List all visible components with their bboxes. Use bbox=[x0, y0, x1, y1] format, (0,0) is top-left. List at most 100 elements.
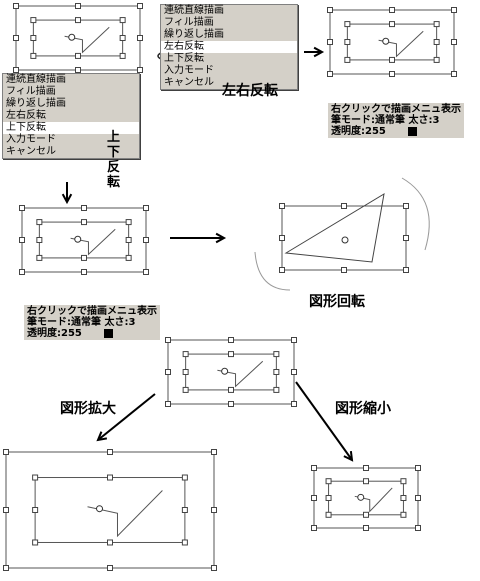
resize-handle bbox=[403, 203, 409, 209]
menu-item-fill[interactable]: フィル描画 bbox=[6, 86, 56, 97]
resize-handle bbox=[273, 369, 280, 375]
resize-handle bbox=[30, 52, 37, 59]
resize-handle bbox=[165, 369, 171, 375]
pivot-icon bbox=[341, 236, 349, 244]
menu-item-continuous-line[interactable]: 連続直線描画 bbox=[164, 5, 224, 16]
resize-handle bbox=[291, 401, 297, 407]
resize-handle bbox=[344, 39, 351, 45]
color-swatch bbox=[103, 328, 113, 338]
resize-handle bbox=[325, 511, 332, 518]
resize-handle bbox=[143, 269, 149, 275]
resize-handle bbox=[125, 237, 132, 243]
arrow-head bbox=[343, 450, 354, 462]
menu-item-cancel[interactable]: キャンセル bbox=[6, 146, 56, 157]
resize-handle bbox=[19, 237, 25, 243]
menu-item-continuous-line[interactable]: 連続直線描画 bbox=[6, 74, 66, 85]
resize-handle bbox=[403, 267, 409, 273]
resize-handle bbox=[327, 39, 333, 45]
resize-handle bbox=[182, 351, 189, 358]
resize-handle bbox=[13, 35, 19, 41]
resize-handle bbox=[36, 219, 43, 226]
context-menu-left: 連続直線描画 フィル描画 繰り返し描画 左右反転 上下反転 入力モード キャンセ… bbox=[2, 73, 140, 159]
resize-handle bbox=[211, 449, 217, 455]
resize-handle bbox=[389, 7, 395, 13]
resize-handle bbox=[451, 7, 457, 13]
resize-handle bbox=[363, 478, 369, 485]
shrink-label: 図形縮小 bbox=[335, 401, 391, 417]
pivot-icon bbox=[74, 235, 82, 243]
resize-handle bbox=[433, 21, 440, 28]
resize-handle bbox=[3, 507, 9, 513]
resize-handle bbox=[137, 35, 143, 41]
pivot-icon bbox=[357, 493, 365, 501]
resize-handle bbox=[389, 56, 395, 63]
resize-handle bbox=[30, 17, 37, 24]
status-hint: 右クリックで描画メニュ表示 bbox=[27, 306, 157, 317]
resize-handle bbox=[291, 337, 297, 343]
resize-handle bbox=[389, 21, 395, 28]
resize-handle bbox=[13, 3, 19, 9]
menu-item-repeat[interactable]: 繰り返し描画 bbox=[164, 29, 224, 40]
resize-handle bbox=[36, 254, 43, 261]
menu-item-flip-vertical[interactable]: 上下反転 bbox=[164, 53, 204, 64]
menu-item-flip-horizontal[interactable]: 左右反転 bbox=[161, 41, 297, 53]
resize-handle bbox=[125, 254, 132, 261]
resize-handle bbox=[81, 254, 87, 261]
resize-handle bbox=[363, 525, 369, 531]
resize-handle bbox=[279, 203, 285, 209]
resize-handle bbox=[19, 269, 25, 275]
selection-box bbox=[38, 221, 130, 259]
status-hint: 右クリックで描画メニュ表示 bbox=[331, 104, 461, 115]
resize-handle bbox=[211, 565, 217, 571]
flip-horizontal-label: 左右反転 bbox=[222, 83, 278, 99]
resize-handle bbox=[107, 539, 113, 546]
status-brush: 筆モード:通常筆 太さ:3 bbox=[27, 317, 136, 328]
menu-item-flip-vertical[interactable]: 上下反転 bbox=[3, 122, 139, 134]
resize-handle bbox=[125, 219, 132, 226]
resize-handle bbox=[181, 507, 188, 513]
resize-handle bbox=[36, 237, 43, 243]
resize-handle bbox=[107, 474, 113, 481]
resize-handle bbox=[143, 205, 149, 211]
menu-item-flip-horizontal[interactable]: 左右反転 bbox=[6, 110, 46, 121]
resize-handle bbox=[273, 386, 280, 393]
resize-handle bbox=[165, 337, 171, 343]
pivot-icon bbox=[68, 33, 76, 41]
resize-handle bbox=[311, 495, 317, 501]
resize-handle bbox=[107, 449, 113, 455]
resize-handle bbox=[32, 474, 39, 481]
selection-box bbox=[328, 480, 404, 516]
resize-handle bbox=[325, 478, 332, 485]
resize-handle bbox=[119, 52, 126, 59]
menu-item-cancel[interactable]: キャンセル bbox=[164, 77, 214, 88]
resize-handle bbox=[107, 565, 113, 571]
enlarge-label: 図形拡大 bbox=[60, 401, 116, 417]
resize-handle bbox=[75, 17, 81, 24]
resize-handle bbox=[291, 369, 297, 375]
resize-handle bbox=[228, 337, 234, 343]
flip-vertical-label: 上下反転 bbox=[107, 130, 121, 190]
menu-item-input-mode[interactable]: 入力モード bbox=[164, 65, 214, 76]
resize-handle bbox=[3, 565, 9, 571]
resize-handle bbox=[119, 17, 126, 24]
resize-handle bbox=[30, 35, 37, 41]
menu-item-input-mode[interactable]: 入力モード bbox=[6, 134, 56, 145]
menu-item-fill[interactable]: フィル描画 bbox=[164, 17, 214, 28]
resize-handle bbox=[3, 449, 9, 455]
resize-handle bbox=[363, 465, 369, 471]
resize-handle bbox=[344, 21, 351, 28]
rotated-shape bbox=[284, 193, 385, 263]
flow-arrow bbox=[97, 393, 156, 441]
resize-handle bbox=[19, 205, 25, 211]
arrow-head bbox=[313, 46, 325, 58]
resize-handle bbox=[415, 465, 421, 471]
resize-handle bbox=[433, 39, 440, 45]
resize-handle bbox=[32, 539, 39, 546]
rotation-arrow bbox=[401, 177, 430, 251]
resize-handle bbox=[415, 525, 421, 531]
resize-handle bbox=[325, 495, 332, 501]
status-brush: 筆モード:通常筆 太さ:3 bbox=[331, 115, 440, 126]
menu-item-repeat[interactable]: 繰り返し描画 bbox=[6, 98, 66, 109]
resize-handle bbox=[181, 474, 188, 481]
